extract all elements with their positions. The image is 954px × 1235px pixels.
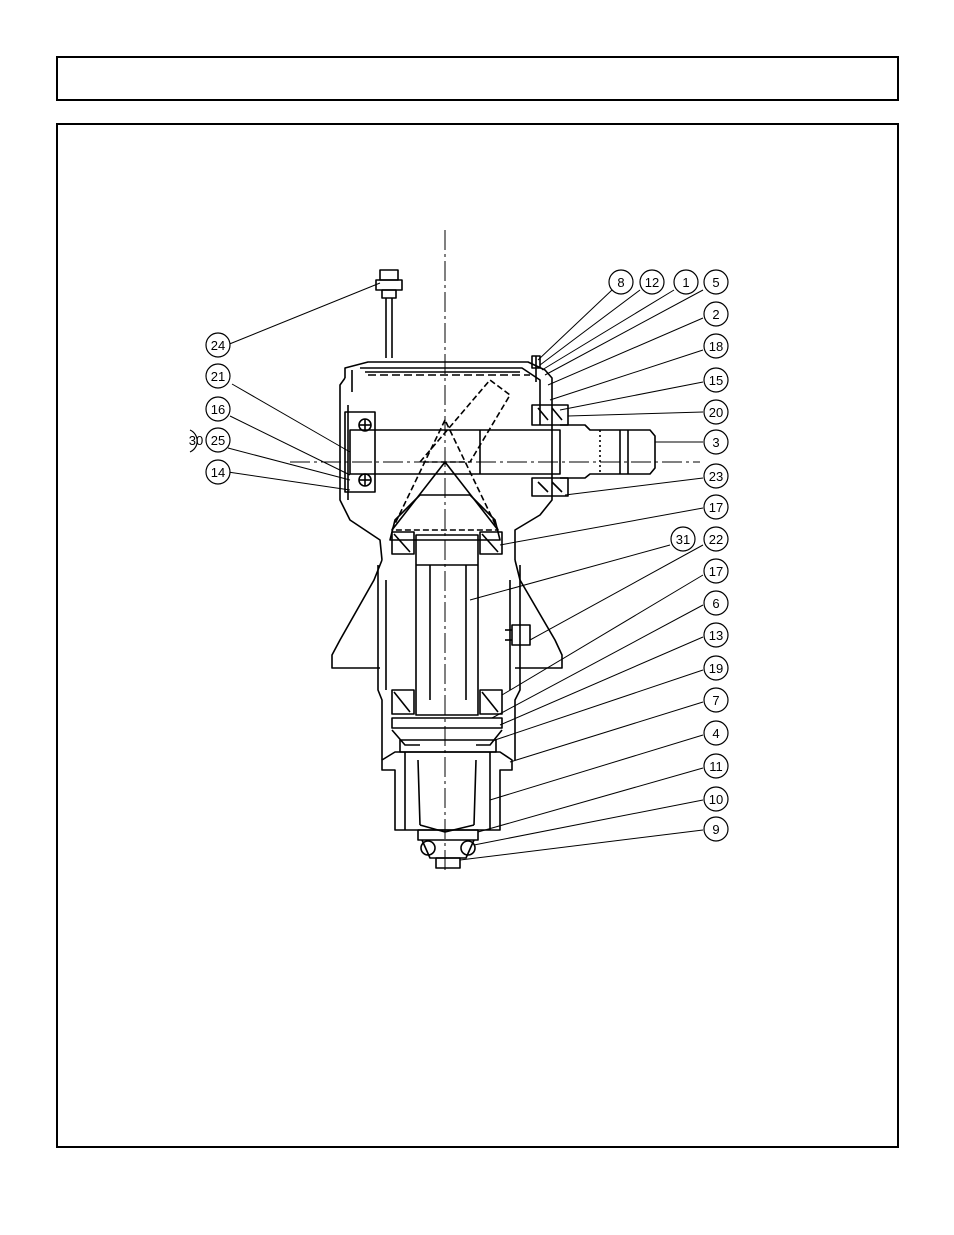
output-shaft — [416, 535, 478, 715]
callout-label: 9 — [712, 822, 719, 837]
callout-label: 18 — [709, 339, 723, 354]
callout-label: 14 — [211, 465, 225, 480]
callout-label: 31 — [676, 532, 690, 547]
callout-label: 22 — [709, 532, 723, 547]
callout-label: 30 — [189, 433, 203, 448]
pinion-gear — [420, 380, 510, 462]
callout-label: 11 — [709, 759, 723, 774]
right-bearing-top — [532, 405, 568, 425]
callout-label: 3 — [712, 435, 719, 450]
callout-label: 17 — [709, 564, 723, 579]
housing-flange-left — [332, 560, 382, 668]
callout-label: 23 — [709, 469, 723, 484]
shaft-spline — [560, 425, 655, 478]
callout-label: 20 — [709, 405, 723, 420]
leader-lines — [227, 283, 703, 860]
callout-label: 25 — [211, 433, 225, 448]
callout-label: 5 — [712, 275, 719, 290]
nut-9 — [436, 858, 460, 868]
right-bearing-bottom — [532, 478, 568, 496]
housing-upper-right — [345, 362, 552, 560]
callout-label: 1 — [682, 275, 689, 290]
callout-label: 2 — [712, 307, 719, 322]
callout-label: 4 — [712, 726, 719, 741]
callout-label: 15 — [709, 373, 723, 388]
callout-label: 16 — [211, 402, 225, 417]
callout-label: 21 — [211, 369, 225, 384]
callout-label: 17 — [709, 500, 723, 515]
housing-lower — [382, 752, 512, 830]
oil-seal — [392, 730, 502, 745]
callout-label: 19 — [709, 661, 723, 676]
callout-label: 6 — [712, 596, 719, 611]
callout-label: 12 — [645, 275, 659, 290]
callout-label: 24 — [211, 338, 225, 353]
plug-22 — [512, 625, 530, 645]
callout-label: 13 — [709, 628, 723, 643]
input-shaft — [350, 430, 560, 474]
callout-label: 7 — [712, 693, 719, 708]
gearbox-drawing — [290, 230, 700, 870]
callout-label: 8 — [617, 275, 624, 290]
callout-label: 10 — [709, 792, 723, 807]
